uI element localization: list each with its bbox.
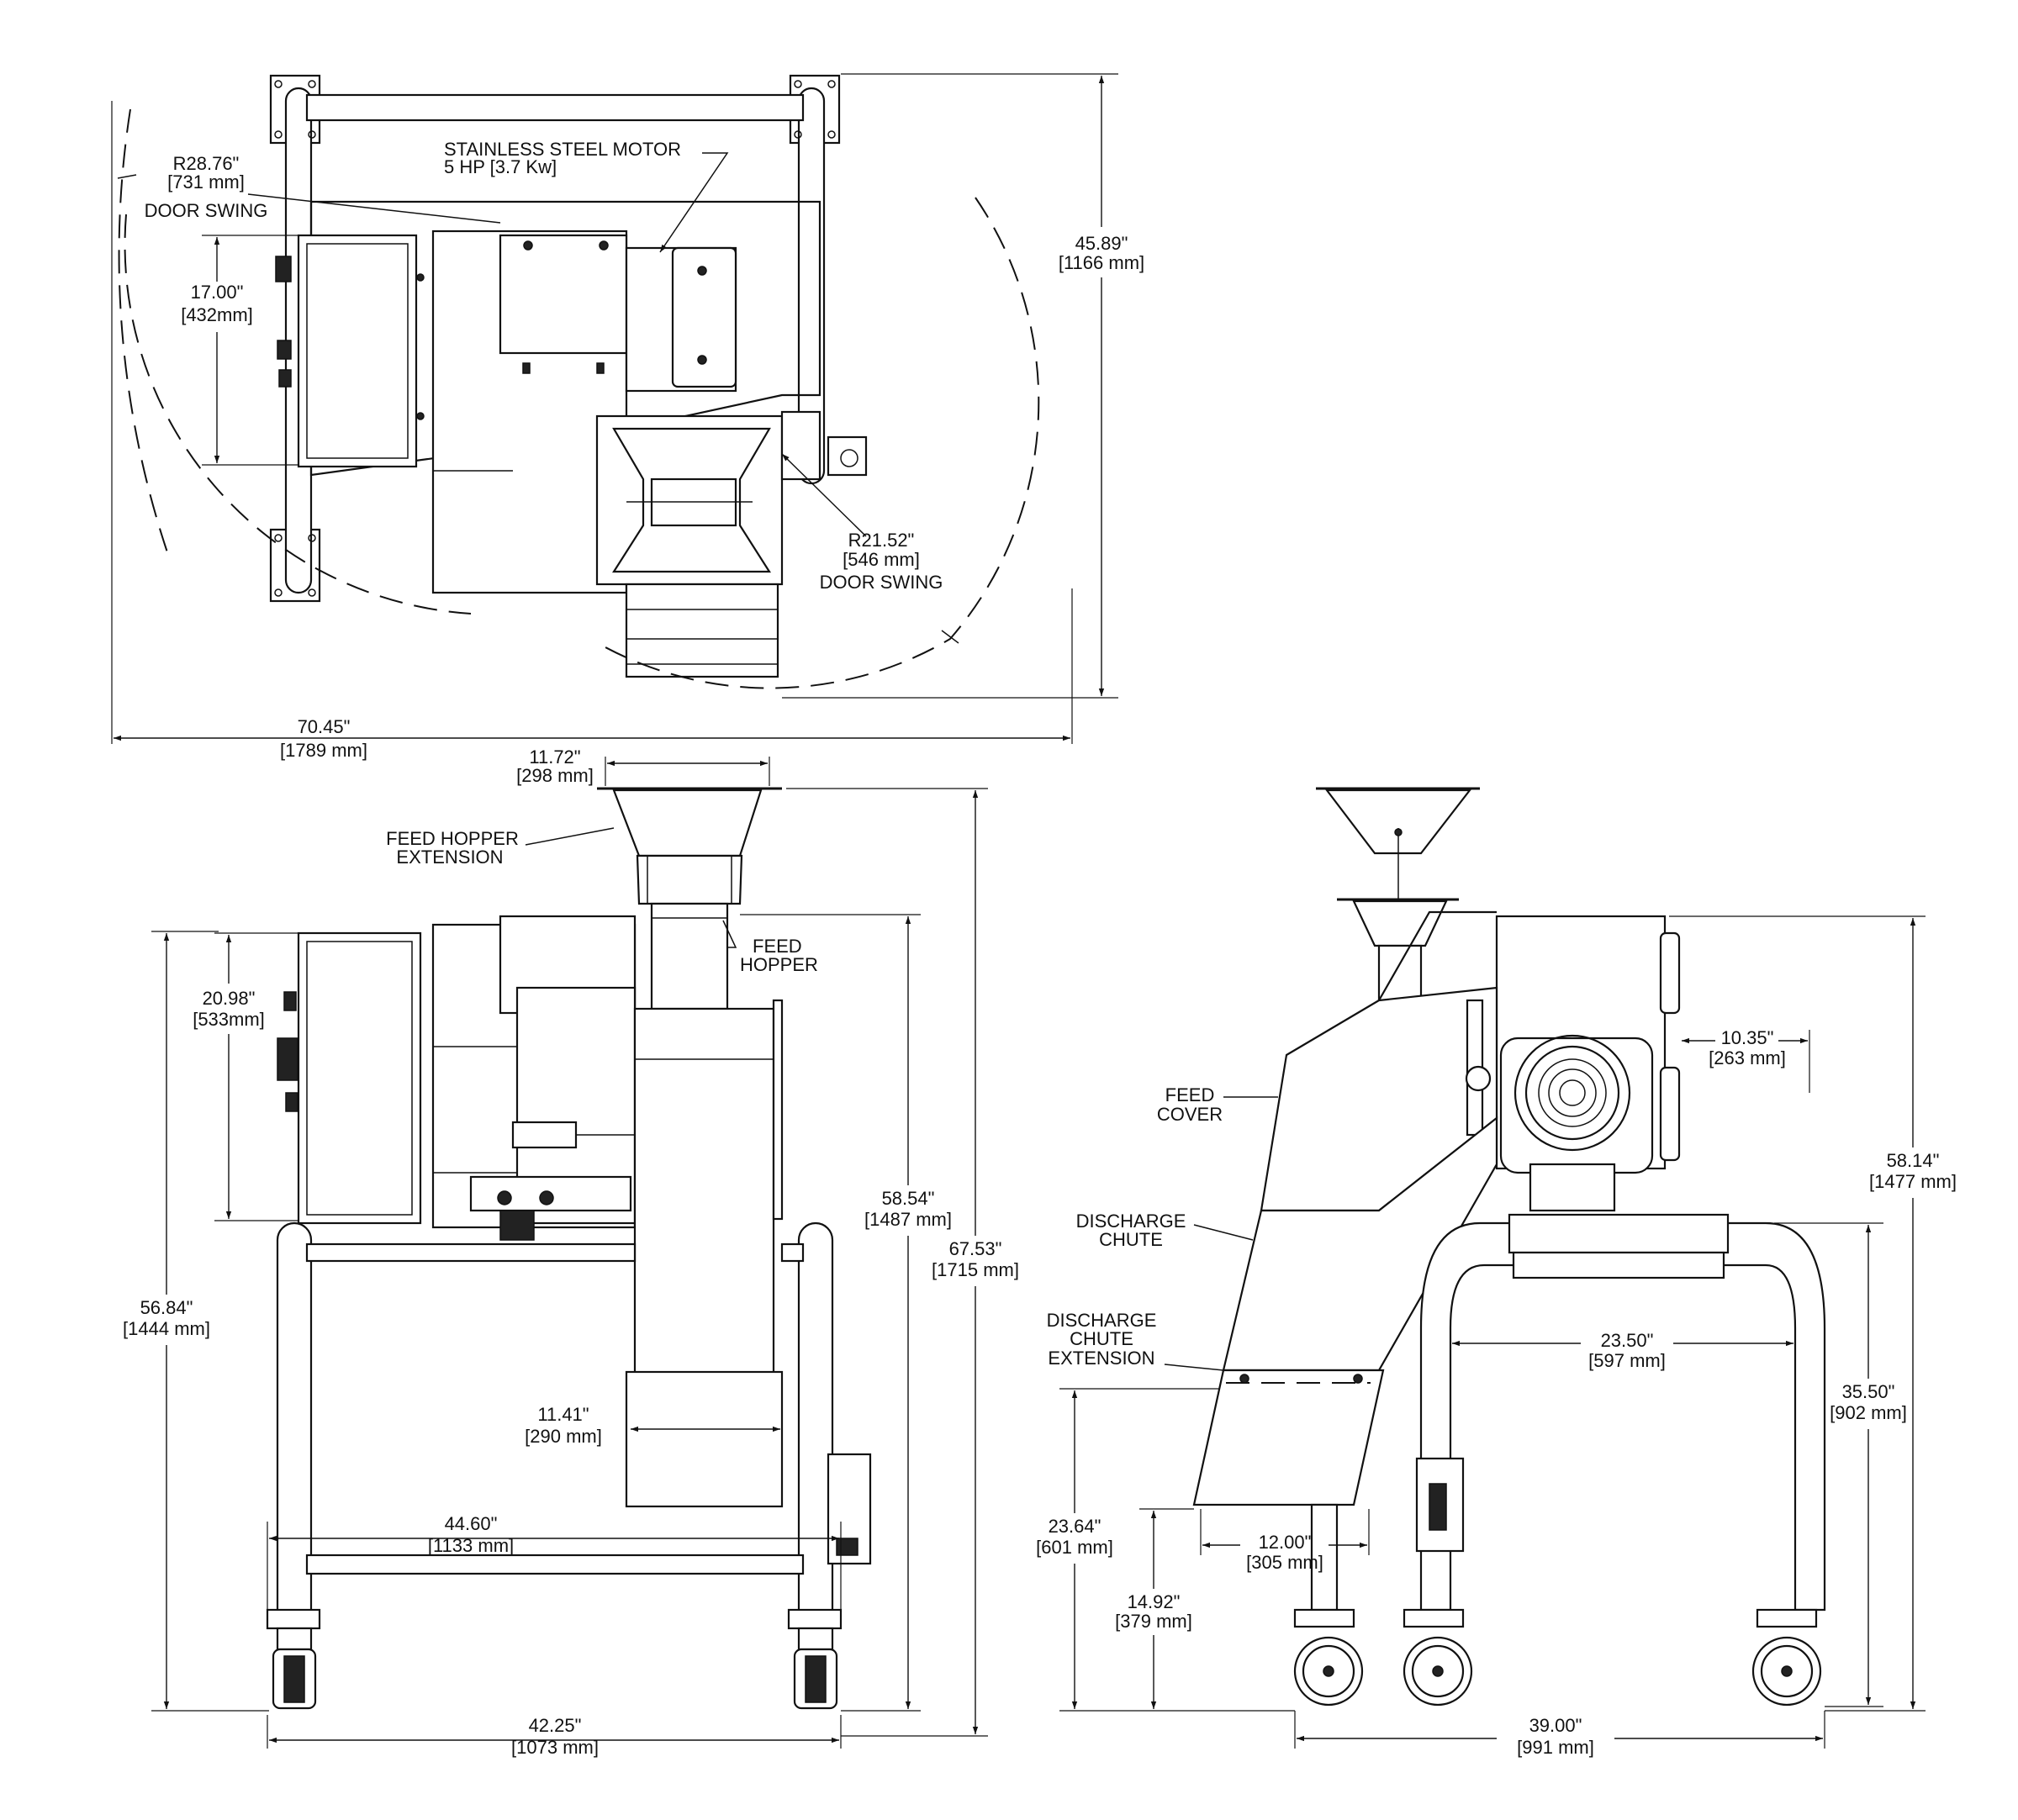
- side-hopper-extension: [1324, 789, 1472, 855]
- right-swing-radius: R21.52": [848, 530, 915, 551]
- right-door-swing-arc: [605, 197, 1040, 689]
- discharge-leader: [1193, 1224, 1254, 1241]
- chute-ext-leader: [1164, 1364, 1224, 1371]
- side-view: [1059, 787, 1926, 1749]
- dim-5814-mm-label: [1477 mm]: [1869, 1171, 1957, 1192]
- left-swing-radius: R28.76": [173, 153, 240, 174]
- top-hopper: [595, 414, 784, 586]
- left-door-swing-arc: [118, 108, 169, 556]
- side-caster-2: [1403, 1608, 1473, 1707]
- front-control-box: [297, 931, 422, 1225]
- dim-1035-label: 10.35": [1721, 1027, 1774, 1048]
- chute-ext-label-2: CHUTE: [1070, 1328, 1133, 1349]
- left-swing-leader: [247, 193, 501, 224]
- discharge-chute-label: DISCHARGE: [1076, 1211, 1186, 1232]
- labels: STAINLESS STEEL MOTOR 5 HP [3.7 Kw] R28.…: [123, 139, 1957, 1758]
- left-swing-label: DOOR SWING: [145, 200, 268, 221]
- side-motor: [1499, 1037, 1654, 1174]
- side-feed-hopper: [1352, 899, 1448, 947]
- hopper-ext-label: FEED HOPPER: [386, 828, 519, 849]
- dim-4589-label: 45.89": [1075, 233, 1128, 254]
- dim-1172-mm-label: [298 mm]: [516, 765, 594, 786]
- dim-1141-mm-label: [290 mm]: [525, 1426, 602, 1447]
- front-hopper-extension: [612, 789, 763, 857]
- dim-4225-label: 42.25": [529, 1715, 582, 1736]
- top-view: [111, 73, 1118, 744]
- right-swing-label: DOOR SWING: [820, 572, 943, 593]
- top-base-outline: [309, 200, 821, 477]
- front-caster-right: [787, 1608, 843, 1710]
- feed-cover-label-2: COVER: [1157, 1104, 1223, 1125]
- front-discharge-column: [633, 1007, 775, 1380]
- dim-1035-mm-label: [263 mm]: [1709, 1047, 1786, 1068]
- motor-power-label: 5 HP [3.7 Kw]: [444, 156, 557, 177]
- side-frame-arch: [1419, 1221, 1826, 1612]
- hopper-label: FEED: [753, 936, 802, 957]
- top-latch: [827, 435, 868, 477]
- feed-cover-label: FEED: [1165, 1084, 1215, 1105]
- right-swing-radius-mm: [546 mm]: [843, 549, 920, 570]
- front-view: [151, 757, 988, 1749]
- dim-3900-mm-label: [991 mm]: [1517, 1737, 1594, 1758]
- front-caster-left: [266, 1608, 321, 1710]
- chute-ext-label-3: EXTENSION: [1048, 1348, 1154, 1369]
- dim-1200-label: 12.00": [1259, 1532, 1312, 1553]
- top-frame-crossbar: [305, 93, 805, 122]
- dim-1200-mm-label: [305 mm]: [1246, 1552, 1323, 1573]
- front-frame-bottom-bar: [305, 1554, 805, 1575]
- front-chute-extension: [625, 1370, 784, 1508]
- dim-2364-mm-label: [601 mm]: [1036, 1537, 1113, 1558]
- dim-5684-label: 56.84": [140, 1297, 193, 1318]
- dim-17-mm-label: [432mm]: [181, 304, 253, 325]
- side-motor-fan: [1514, 1034, 1631, 1152]
- dim-6753-mm-label: [1715 mm]: [932, 1259, 1019, 1280]
- dim-5854-label: 58.54": [882, 1188, 935, 1209]
- hopper-ext-leader: [525, 827, 615, 846]
- dim-1141-label: 11.41": [537, 1404, 589, 1425]
- chute-ext-label: DISCHARGE: [1047, 1310, 1157, 1331]
- hopper-label-2: HOPPER: [740, 954, 818, 975]
- dim-1172-label: 11.72": [529, 746, 580, 768]
- dim-7045-label: 70.45": [298, 716, 351, 737]
- right-swing-leader: [781, 453, 867, 537]
- dim-2098-label: 20.98": [203, 988, 256, 1009]
- hopper-leader: [722, 920, 737, 948]
- dim-7045-mm-label: [1789 mm]: [280, 740, 367, 761]
- discharge-chute-label-2: CHUTE: [1099, 1229, 1163, 1250]
- top-chute: [625, 583, 779, 678]
- side-frame-top: [1508, 1213, 1730, 1254]
- motor-leader: [659, 152, 729, 253]
- dim-2350-mm-label: [597 mm]: [1588, 1350, 1666, 1371]
- dim-3900-label: 39.00": [1529, 1715, 1582, 1736]
- left-door-swing-arc-2: [124, 214, 472, 615]
- dim-2364-label: 23.64": [1049, 1516, 1101, 1537]
- dim-4460-label: 44.60": [445, 1513, 498, 1534]
- side-leg-front: [1310, 1503, 1339, 1612]
- side-chute-extension: [1192, 1369, 1385, 1506]
- dim-17-label: 17.00": [191, 282, 244, 303]
- dim-5814-label: 58.14": [1887, 1150, 1940, 1171]
- front-feed-hopper: [650, 902, 729, 1010]
- dim-3550-label: 35.50": [1842, 1381, 1895, 1402]
- dim-6753-label: 67.53": [949, 1238, 1002, 1259]
- dim-5684-mm-label: [1444 mm]: [123, 1318, 210, 1339]
- side-caster-1: [1293, 1608, 1364, 1707]
- left-swing-radius-mm: [731 mm]: [167, 171, 245, 193]
- dim-5854-mm-label: [1487 mm]: [864, 1209, 952, 1230]
- dim-4589-mm-label: [1166 mm]: [1059, 252, 1144, 273]
- dim-2098-mm-label: [533mm]: [193, 1009, 265, 1030]
- side-caster-3: [1751, 1608, 1822, 1707]
- dim-1492-mm-label: [379 mm]: [1115, 1611, 1192, 1632]
- dim-2350-label: 23.50": [1601, 1330, 1654, 1351]
- top-control-box: [297, 234, 418, 468]
- dim-3550-mm-label: [902 mm]: [1830, 1402, 1907, 1423]
- dim-4225-mm-label: [1073 mm]: [511, 1737, 599, 1758]
- hopper-ext-label-2: EXTENSION: [396, 847, 503, 868]
- dim-4460-mm-label: [1133 mm]: [428, 1535, 514, 1556]
- dim-1492-label: 14.92": [1128, 1591, 1181, 1612]
- motor-label: STAINLESS STEEL MOTOR: [444, 139, 681, 160]
